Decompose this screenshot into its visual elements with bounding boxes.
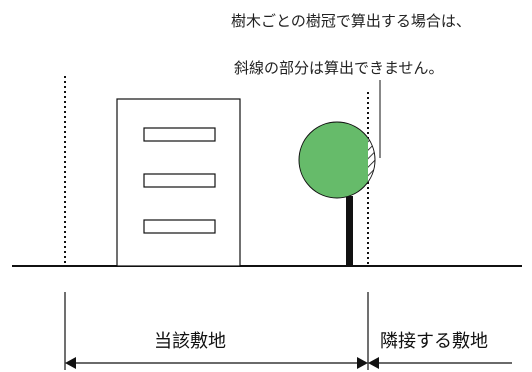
site-label: 当該敷地 [154,331,226,352]
tree-trunk [346,196,353,266]
canopy-outline [298,121,376,199]
arrowhead-middle-right [368,357,379,369]
canopy-hatched-lines [368,122,375,198]
arrowhead-left [65,357,76,369]
adjacent-site-label: 隣接する敷地 [380,331,488,352]
caption-line-2: 斜線の部分は算出できません。 [234,59,444,77]
building-window-1 [143,127,216,142]
caption-line-1: 樹木ごとの樹冠で算出する場合は、 [231,12,471,30]
building-window-2 [143,173,216,188]
tree-canopy [299,122,375,198]
arrowhead-middle-left [357,357,368,369]
building-window-3 [143,219,216,234]
